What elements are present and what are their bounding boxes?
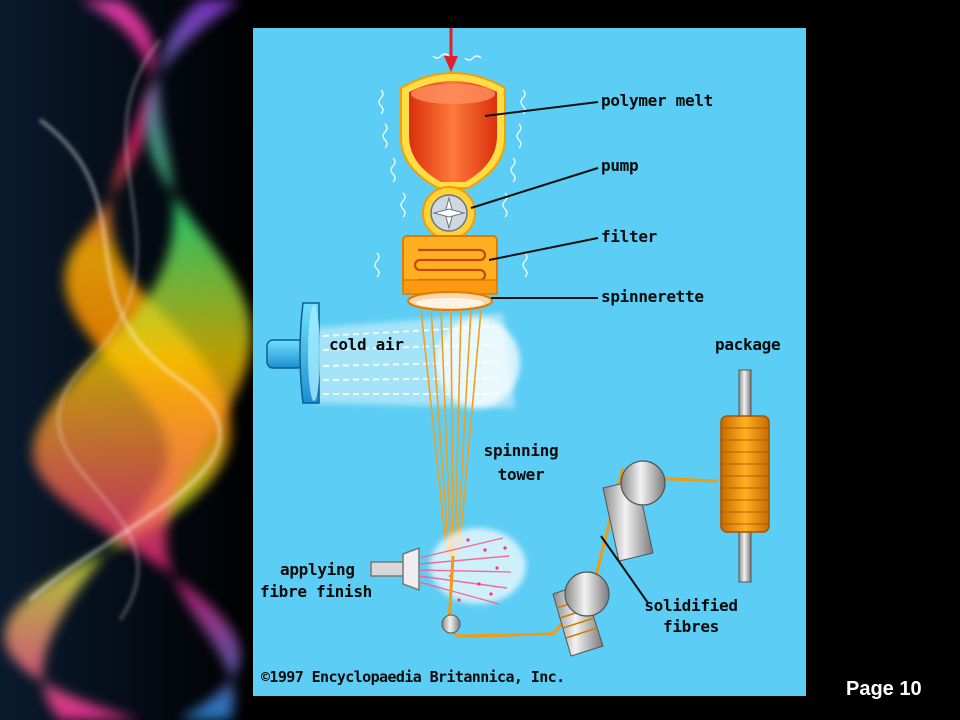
air-cloud: [313, 313, 520, 408]
filter-block: [402, 235, 498, 295]
label-spinning-tower-line2: tower: [497, 465, 545, 484]
label-applying-line2: fibre finish: [260, 582, 372, 601]
package-spool: [720, 369, 770, 583]
leader-lines: [470, 101, 599, 299]
label-applying-fibre-finish: applying fibre finish: [260, 560, 372, 601]
heat-lines: [374, 53, 528, 278]
diagram-artwork: [266, 28, 770, 657]
label-applying-line1: applying: [280, 560, 355, 579]
label-package: package: [715, 335, 781, 354]
fibre-spinning-diagram: polymer melt pump filter spinnerette col…: [253, 28, 806, 696]
label-spinning-tower: spinning tower: [475, 441, 567, 484]
decorative-swirl-background: [0, 0, 255, 720]
finish-applicator: [370, 528, 526, 605]
label-pump: pump: [601, 156, 639, 175]
label-polymer-melt: polymer melt: [601, 91, 713, 110]
label-solidified-line2: fibres: [663, 617, 719, 636]
label-cold-air: cold air: [329, 335, 404, 354]
label-solidified-fibres: solidified fibres: [633, 596, 749, 636]
solidified-fibres-pointer: [600, 535, 649, 604]
air-blower: [266, 302, 320, 404]
upper-godet-roller: [602, 460, 666, 562]
feed-arrow: [444, 28, 458, 72]
label-spinnerette: spinnerette: [601, 287, 704, 306]
label-solidified-line1: solidified: [644, 596, 738, 615]
pump: [422, 186, 476, 240]
copyright-notice: ©1997 Encyclopaedia Britannica, Inc.: [261, 668, 565, 686]
filament-bundle: [420, 309, 482, 557]
polymer-melt-hopper: [400, 72, 506, 189]
label-spinning-tower-line1: spinning: [483, 441, 559, 460]
spinnerette: [407, 291, 493, 311]
lower-godet-roller: [552, 571, 610, 657]
label-filter: filter: [601, 227, 657, 246]
page-number: Page 10: [846, 678, 922, 700]
